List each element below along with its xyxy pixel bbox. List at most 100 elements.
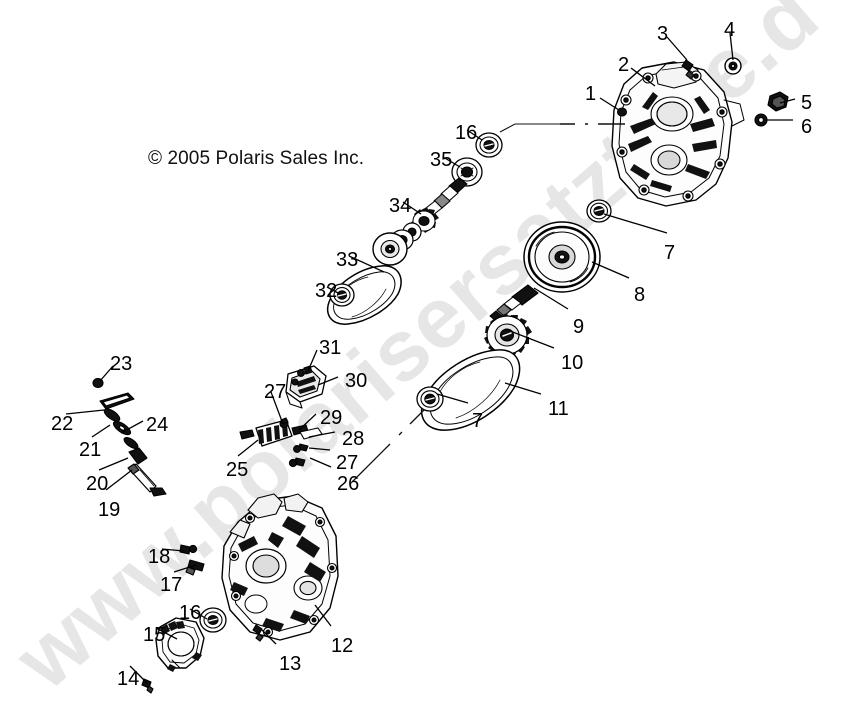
leader-line-27b	[308, 447, 331, 451]
part-bolt-3	[681, 59, 695, 80]
part-bolt-1	[616, 107, 628, 117]
leader-line-7b	[436, 393, 469, 404]
callout-leader-lines	[65, 32, 796, 684]
leader-line-30	[317, 376, 339, 386]
leader-line-29	[298, 413, 317, 431]
part-bearing-16-lower	[199, 607, 227, 633]
callout-number-34: 34	[389, 195, 412, 217]
callout-number-6: 6	[801, 116, 813, 138]
centerline-dashdot-lower	[351, 409, 425, 483]
callout-number-5: 5	[801, 92, 813, 114]
leader-line-34	[402, 201, 422, 215]
leader-line-17	[173, 564, 197, 573]
leader-line-19	[105, 469, 133, 491]
callout-number-19: 19	[98, 499, 121, 521]
part-bearing-16-upper	[475, 132, 503, 158]
part-washer-4	[724, 57, 742, 75]
callout-number-8: 8	[634, 284, 646, 306]
callout-number-20: 20	[86, 473, 109, 495]
part-bearing-cover-15	[155, 617, 205, 672]
leader-line-31	[307, 349, 318, 372]
part-bolt-18	[179, 544, 198, 555]
leader-line-10	[504, 328, 555, 349]
leader-line-18	[161, 548, 185, 552]
centerline-upper	[499, 123, 570, 133]
part-sprocket-10	[484, 313, 532, 356]
part-driven-gear-8	[523, 221, 601, 293]
part-gearcase-cover	[611, 61, 745, 207]
callout-number-1: 1	[585, 83, 597, 105]
callout-number-27b: 27	[336, 452, 359, 474]
callout-number-18: 18	[148, 546, 171, 568]
leader-line-26	[309, 457, 332, 468]
callout-number-11: 11	[548, 398, 569, 420]
callout-number-13: 13	[279, 653, 302, 675]
callout-number-17: 17	[160, 574, 183, 596]
callout-number-32: 32	[315, 280, 338, 302]
leader-line-22	[65, 409, 105, 415]
leader-line-35	[442, 156, 461, 168]
part-switch-cluster	[239, 365, 327, 468]
leader-line-5	[779, 98, 796, 104]
part-drive-shaft-34	[372, 177, 468, 266]
part-plug-5	[767, 91, 789, 112]
callout-number-12: 12	[331, 635, 354, 657]
callout-number-4: 4	[724, 19, 736, 41]
leader-line-16b	[466, 129, 483, 141]
callout-number-16: 16	[179, 602, 202, 624]
callout-number-23: 23	[110, 353, 133, 375]
callout-number-7: 7	[664, 242, 676, 264]
leader-line-12	[314, 604, 332, 627]
callout-number-2: 2	[618, 54, 630, 76]
leader-line-8	[591, 261, 630, 279]
callout-number-25: 25	[226, 459, 249, 481]
leader-line-24	[120, 420, 144, 434]
part-bolt-14	[141, 678, 154, 694]
leader-line-3	[666, 36, 688, 61]
leader-line-28	[308, 431, 336, 438]
callout-number-26: 26	[337, 473, 360, 495]
part-bearing-7-lower	[416, 386, 444, 412]
callout-number-33: 33	[336, 249, 359, 271]
callout-number-7b: 7	[472, 410, 484, 432]
callout-number-22: 22	[51, 413, 74, 435]
leader-line-15	[155, 627, 178, 640]
callout-number-16b: 16	[455, 122, 478, 144]
part-gearcase-housing-12	[221, 493, 339, 641]
leader-line-14	[129, 665, 148, 684]
leader-line-7	[603, 213, 668, 234]
leader-line-20	[98, 457, 129, 471]
leader-line-16	[189, 608, 208, 620]
part-bolt-13	[252, 624, 264, 642]
callout-number-29: 29	[320, 407, 343, 429]
leader-line-23	[99, 365, 114, 382]
callout-number-28: 28	[342, 428, 365, 450]
leader-line-2	[630, 67, 656, 87]
part-chain-33	[327, 265, 402, 325]
part-bearing-32	[329, 283, 355, 307]
leader-line-33	[348, 255, 385, 273]
callout-number-10: 10	[561, 352, 584, 374]
part-bearing-7-upper	[586, 199, 612, 223]
callout-number-3: 3	[657, 23, 669, 45]
callout-number-14: 14	[117, 668, 140, 690]
callout-number-9: 9	[573, 316, 585, 338]
leader-line-32	[326, 286, 341, 295]
callout-number-31: 31	[319, 337, 342, 359]
leader-line-27	[270, 391, 284, 425]
leader-line-9	[533, 287, 569, 310]
callout-number-30: 30	[345, 370, 368, 392]
leader-line-1	[599, 97, 620, 111]
leader-line-21	[91, 424, 111, 438]
copyright-notice: © 2005 Polaris Sales Inc.	[148, 148, 365, 169]
callout-number-24: 24	[146, 414, 169, 436]
callout-number-15: 15	[143, 624, 166, 646]
part-oring-6	[754, 113, 768, 127]
leader-line-4	[729, 32, 734, 61]
part-shaft-9	[489, 284, 539, 322]
leader-line-13	[261, 629, 277, 645]
leader-line-25	[237, 439, 259, 457]
leader-line-11	[504, 382, 542, 395]
